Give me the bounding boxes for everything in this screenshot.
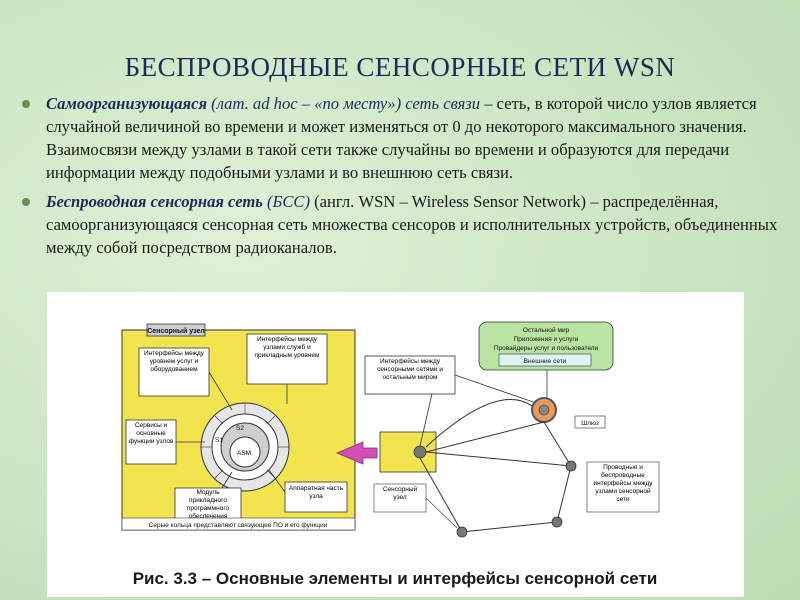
bullet-term: Беспроводная сенсорная сеть [46,192,263,211]
bullet-dot [22,198,30,206]
bullet-list: Самоорганизующаяся (лат. ad hoc – «по ме… [18,92,778,265]
slide-title: БЕСПРОВОДНЫЕ СЕНСОРНЫЕ СЕТИ WSN [124,52,676,82]
sensor-node-tab [146,323,206,337]
service-interfaces-label: Интерфейсы между узлами служб и прикладн… [254,336,320,359]
footnote-box [121,517,356,531]
user-interfaces-box [138,347,210,397]
wired-wireless-label: Проводные и беспроводные интерфейсы межд… [593,464,653,503]
ring-s2-label: S2 [236,425,244,432]
sensor-node-dot [456,526,468,538]
figure-diagram: Сенсорный узел Интерфейсы между узлами с… [47,292,744,597]
footnote-label: Серые кольца представляют связующее ПО и… [149,522,328,529]
diagram-svg: Сенсорный узел Интерфейсы между узлами с… [121,321,660,588]
gateway-label-box [574,415,606,429]
bullet-term-note: (лат. ad hoc – «по месту») сеть связи [207,94,481,113]
sensor-node-label: Сенсорный узел [382,486,418,501]
hardware-box [284,481,348,513]
network-interfaces-label: Интерфейсы между сенсорными сетями и ост… [377,358,443,381]
bullet-item: Самоорганизующаяся (лат. ad hoc – «по ме… [18,92,778,184]
external-networks-box [498,353,592,367]
app-module-label: Модуль прикладного программного обеспече… [186,489,230,520]
wired-wireless-box [586,461,660,513]
bullet-item: Беспроводная сенсорная сеть (БСС) (англ.… [18,190,778,259]
ring-s1-label: S1 [215,437,223,444]
interface-arrow [335,441,378,465]
sensor-node-label-box [373,483,427,513]
ring-core [229,436,261,468]
bullet-text: – сеть, в которой число узлов является с… [46,94,757,182]
sensor-node-dot [551,516,563,528]
sensor-node-title: Сенсорный узел [147,327,205,335]
bullet-term-note: (БСС) [262,192,310,211]
services-box [125,419,177,465]
services-label: Сервисы и основные функции узлов [128,422,174,445]
hardware-label: Аппаратная часть узла [288,485,344,500]
bullet-dot [22,100,30,108]
external-networks-label: Внешние сети [524,358,567,365]
sensor-node-dot [565,460,577,472]
world-providers: Провайдеры услуг и пользователи [494,344,599,352]
ring-asm-label: ASM [237,450,251,457]
bullet-text: (англ. WSN – Wireless Sensor Network) – … [46,192,778,257]
user-interfaces-label: Интерфейсы между уровнем услуг и оборудо… [143,350,205,373]
network-interfaces-box [364,355,456,395]
world-title: Остальной мир [523,326,570,334]
gateway-label: Шлюз [581,420,599,427]
figure-caption: Рис. 3.3 – Основные элементы и интерфейс… [133,569,658,588]
service-interfaces-box [246,333,328,385]
world-apps: Приложения и услуги [514,336,579,343]
bullet-term: Самоорганизующаяся [46,94,208,113]
